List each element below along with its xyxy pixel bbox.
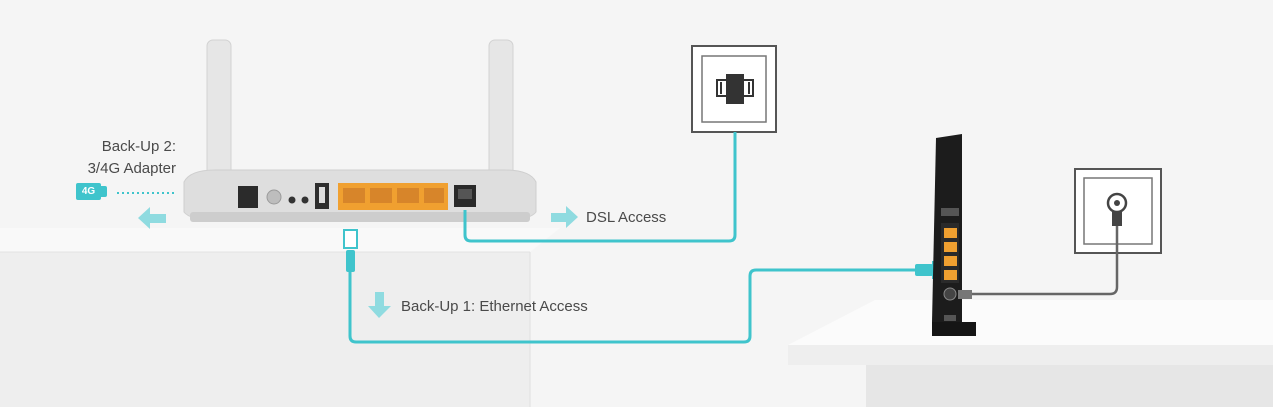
wps-hole [301,196,309,204]
cable-modem [932,134,976,336]
reset-hole [288,196,296,204]
ethernet-cable [348,268,915,344]
arrow-right-icon [551,206,578,228]
power-port [238,186,258,208]
backup2-label-line1: Back-Up 2: [101,138,176,155]
coax-cable [972,226,1119,296]
arrow-down-icon [368,292,391,318]
arrow-left-icon [138,207,166,229]
4g-adapter-tail [100,186,107,197]
left-shelf [0,228,560,407]
ethernet-connector-router [343,229,358,272]
backup1-label: Back-Up 1: Ethernet Access [401,298,588,315]
backup2-label-line2: 3/4G Adapter [87,160,176,177]
cables [348,132,915,344]
phone-jack-icon [691,45,777,133]
right-shelf [788,300,1273,407]
4g-adapter-icon: 4G [76,183,101,200]
router [183,169,537,222]
dsl-access-label: DSL Access [586,209,667,226]
dsl-cable [463,132,737,243]
power-button [266,189,282,205]
